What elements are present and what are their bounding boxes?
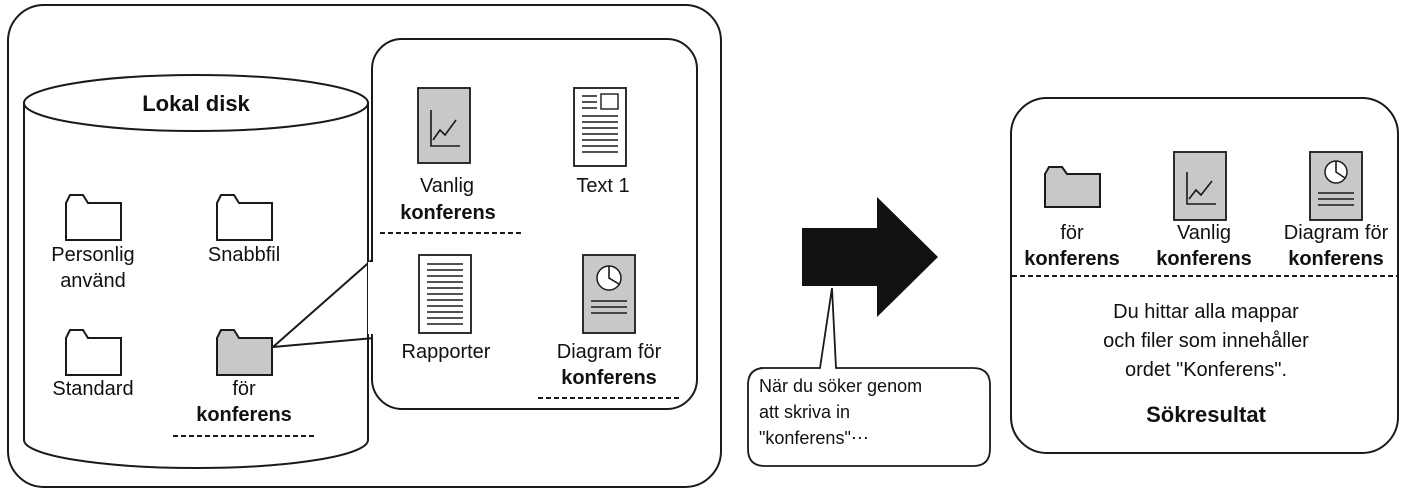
result-label-diagram: Diagram för	[1284, 222, 1389, 244]
item-label-konferens: konferens	[400, 202, 496, 224]
folder-gray-icon[interactable]	[216, 329, 273, 376]
search-speech-bubble	[747, 287, 991, 467]
results-description-line-1: Du hittar alla mappar	[1113, 301, 1299, 323]
item-label-diagram: Diagram för	[557, 341, 662, 363]
search-callout-line-1: När du söker genom	[759, 376, 922, 396]
text-doc-icon[interactable]	[573, 87, 627, 167]
folder-label-personlig: Personlig	[51, 244, 134, 266]
folder-label-snabbfil: Snabbfil	[208, 244, 280, 266]
folder-icon[interactable]	[65, 329, 122, 376]
item-label-vanlig: Vanlig	[420, 175, 474, 197]
results-description-line-2: och filer som innehåller	[1103, 330, 1309, 352]
arrow-right-icon	[802, 197, 938, 317]
item-label-text1: Text 1	[576, 175, 629, 197]
result-label-konferens-2: konferens	[1156, 248, 1252, 270]
folder-label-konferens: konferens	[196, 404, 292, 426]
folder-label-personlig-2: använd	[60, 270, 126, 292]
search-callout-line-3: "konferens"⋯	[759, 428, 869, 448]
search-callout-line-2: att skriva in	[759, 402, 850, 422]
pie-chart-doc-icon[interactable]	[1309, 151, 1363, 221]
report-doc-icon[interactable]	[418, 254, 472, 334]
result-label-konferens-3: konferens	[1288, 248, 1384, 270]
line-chart-doc-icon[interactable]	[1173, 151, 1227, 221]
local-disk-cylinder	[23, 74, 369, 469]
callout-mask	[368, 262, 376, 334]
results-description-line-3: ordet "Konferens".	[1125, 359, 1287, 381]
line-chart-doc-icon[interactable]	[417, 87, 471, 164]
results-title: Sökresultat	[1146, 402, 1266, 427]
item-label-rapporter: Rapporter	[402, 341, 491, 363]
result-label-vanlig: Vanlig	[1177, 222, 1231, 244]
folder-icon[interactable]	[216, 194, 273, 241]
folder-icon[interactable]	[1044, 166, 1101, 208]
zoom-callout-pointer	[272, 257, 375, 348]
pie-chart-doc-icon[interactable]	[582, 254, 636, 334]
folder-icon[interactable]	[65, 194, 122, 241]
folder-label-for: för	[232, 378, 256, 400]
result-label-for: för	[1060, 222, 1084, 244]
result-label-konferens: konferens	[1024, 248, 1120, 270]
local-disk-title: Lokal disk	[142, 91, 250, 116]
folder-label-standard: Standard	[52, 378, 133, 400]
item-label-konferens-2: konferens	[561, 367, 657, 389]
